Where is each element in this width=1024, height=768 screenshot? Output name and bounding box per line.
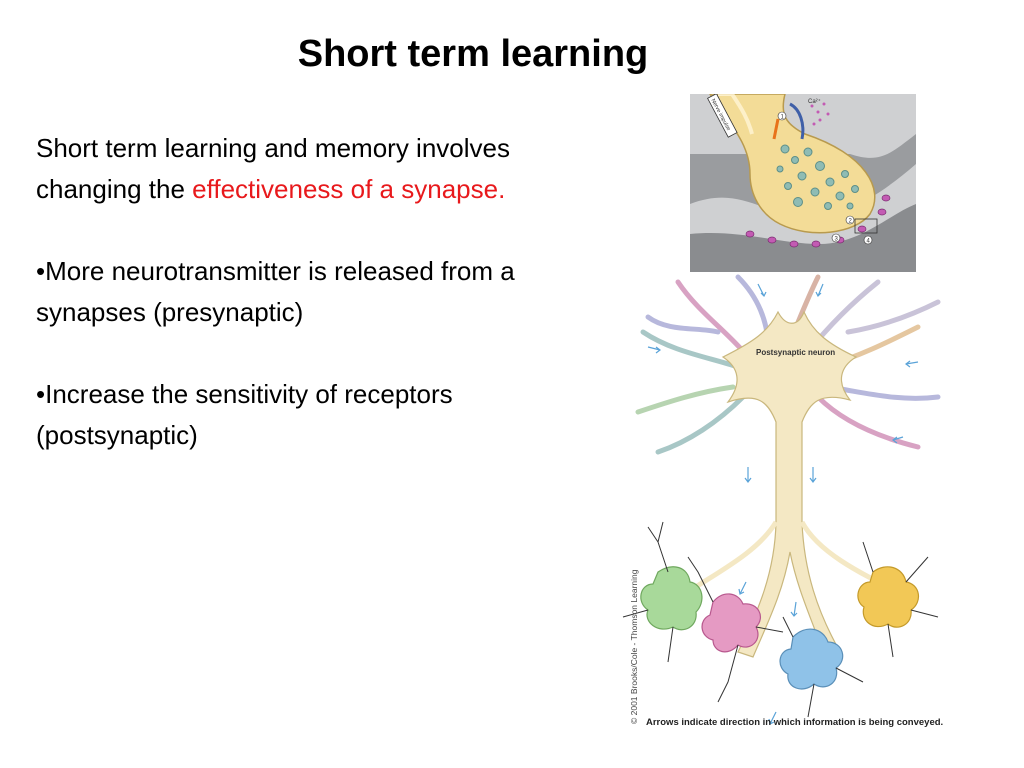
target-neurons	[640, 566, 919, 690]
slide-body: Short term learning and memory involves …	[36, 128, 576, 456]
spacer	[36, 333, 576, 374]
direction-arrows	[647, 283, 919, 725]
intro-lead: Short term learning and memory involves …	[36, 133, 510, 204]
bullet-presynaptic: •More neurotransmitter is released from …	[36, 251, 576, 333]
target-neuron-yellow	[857, 566, 919, 628]
postsynaptic-neuron	[721, 310, 858, 658]
slide-title: Short term learning	[297, 33, 649, 75]
intro-highlight: effectiveness of a synapse.	[192, 174, 506, 204]
svg-text:2: 2	[849, 219, 853, 225]
calcium-label: Ca²⁺	[808, 98, 821, 105]
axon-highlight	[718, 94, 754, 135]
svg-text:4: 4	[867, 239, 871, 245]
target-neuron-blue	[779, 628, 844, 690]
spacer	[36, 210, 576, 251]
calcium-channel-arrow	[789, 102, 805, 140]
svg-text:1: 1	[781, 115, 785, 121]
calcium-channel	[772, 118, 780, 140]
axon-branch-left	[686, 520, 779, 595]
intro-paragraph: Short term learning and memory involves …	[36, 128, 576, 210]
detail-box	[854, 218, 878, 234]
postsynaptic-membrane	[690, 204, 916, 272]
target-neuron-pink	[701, 593, 761, 653]
neuron-label: Postsynaptic neuron	[756, 348, 835, 357]
figure-caption: Arrows indicate direction in which infor…	[646, 717, 944, 728]
bullet-text: More neurotransmitter is released from a…	[36, 256, 515, 327]
target-dendrites	[622, 521, 939, 718]
synapse-illustration: Ca²⁺ Nerve impulse 1 2 3 4	[690, 94, 916, 272]
bullet-postsynaptic: •Increase the sensitivity of receptors (…	[36, 374, 576, 456]
synaptic-vesicles	[776, 144, 859, 210]
bullet-marker: •	[36, 379, 46, 409]
bullet-marker: •	[36, 256, 46, 286]
neuron-label-text: Postsynaptic neuron	[756, 348, 835, 357]
svg-text:3: 3	[835, 237, 839, 243]
target-neuron-green	[640, 566, 703, 631]
step-markers: 1 2 3 4	[777, 111, 873, 245]
copyright-credit: © 2001 Brooks/Cole - Thomson Learning	[629, 569, 639, 724]
bullet-text: Increase the sensitivity of receptors (p…	[36, 379, 453, 450]
neuron-network-illustration: Postsynaptic neuron	[622, 274, 941, 725]
calcium-ions	[810, 102, 830, 126]
